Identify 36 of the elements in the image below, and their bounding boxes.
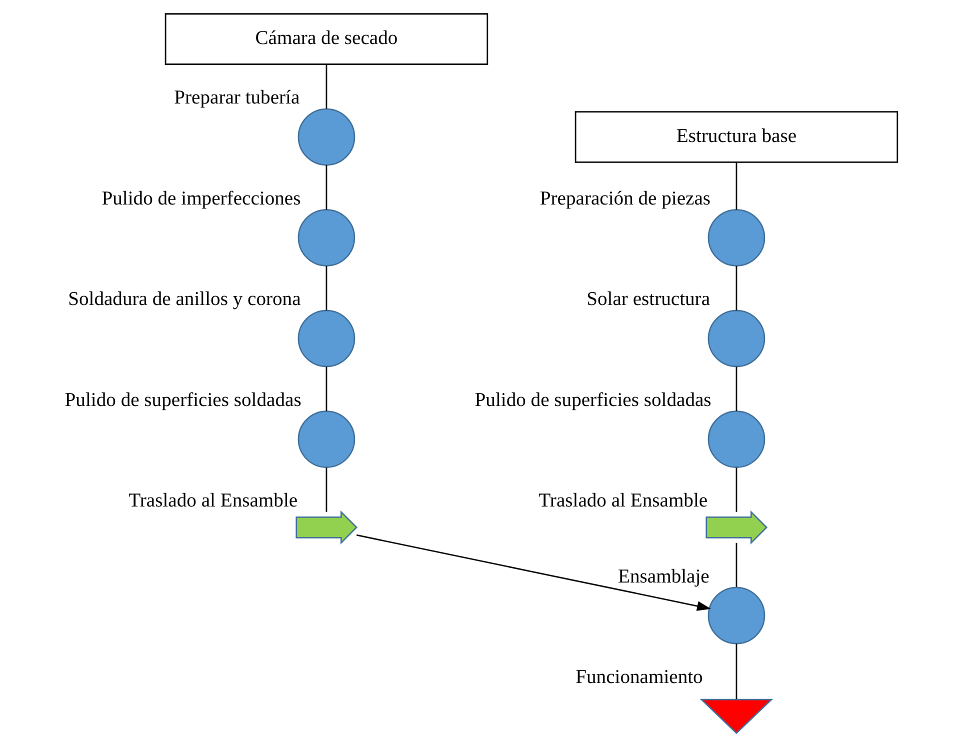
node-circle: [707, 410, 765, 468]
node-label: Traslado al Ensamble: [538, 490, 708, 512]
connector: [735, 542, 737, 587]
node-label: Pulido de imperfecciones: [101, 188, 300, 210]
connector: [735, 644, 737, 700]
arrow: [356, 534, 711, 611]
node-box: Cámara de secado: [164, 13, 488, 65]
node-box: Estructura base: [574, 111, 898, 163]
node-circle: [707, 209, 765, 266]
connector: [735, 266, 737, 310]
node-circle: [707, 586, 765, 644]
node-label: Funcionamiento: [575, 667, 702, 688]
connector: [325, 266, 327, 310]
connector: [325, 165, 327, 210]
node-label: Pulido de superficies soldadas: [474, 390, 711, 411]
node-label: Ensamblaje: [618, 566, 709, 588]
node-label: Pulido de superficies soldadas: [64, 390, 301, 411]
connector: [325, 64, 327, 109]
node-label: Preparar tubería: [174, 88, 300, 109]
node-label: Traslado al Ensamble: [128, 490, 298, 512]
node-label: Preparación de piezas: [539, 188, 710, 210]
node-label: Solar estructura: [586, 289, 710, 310]
connector: [735, 162, 737, 210]
connector: [325, 468, 327, 512]
node-circle: [297, 310, 355, 368]
node-circle: [297, 410, 355, 468]
connector: [325, 366, 327, 412]
node-label: Soldadura de anillos y corona: [68, 289, 300, 310]
node-circle: [707, 310, 765, 368]
node-circle: [297, 108, 355, 166]
connector: [735, 366, 737, 412]
node-arrow: [705, 510, 768, 544]
node-arrow: [295, 510, 358, 544]
node-circle: [297, 209, 355, 266]
node-triangle: [699, 698, 773, 734]
connector: [735, 468, 737, 512]
